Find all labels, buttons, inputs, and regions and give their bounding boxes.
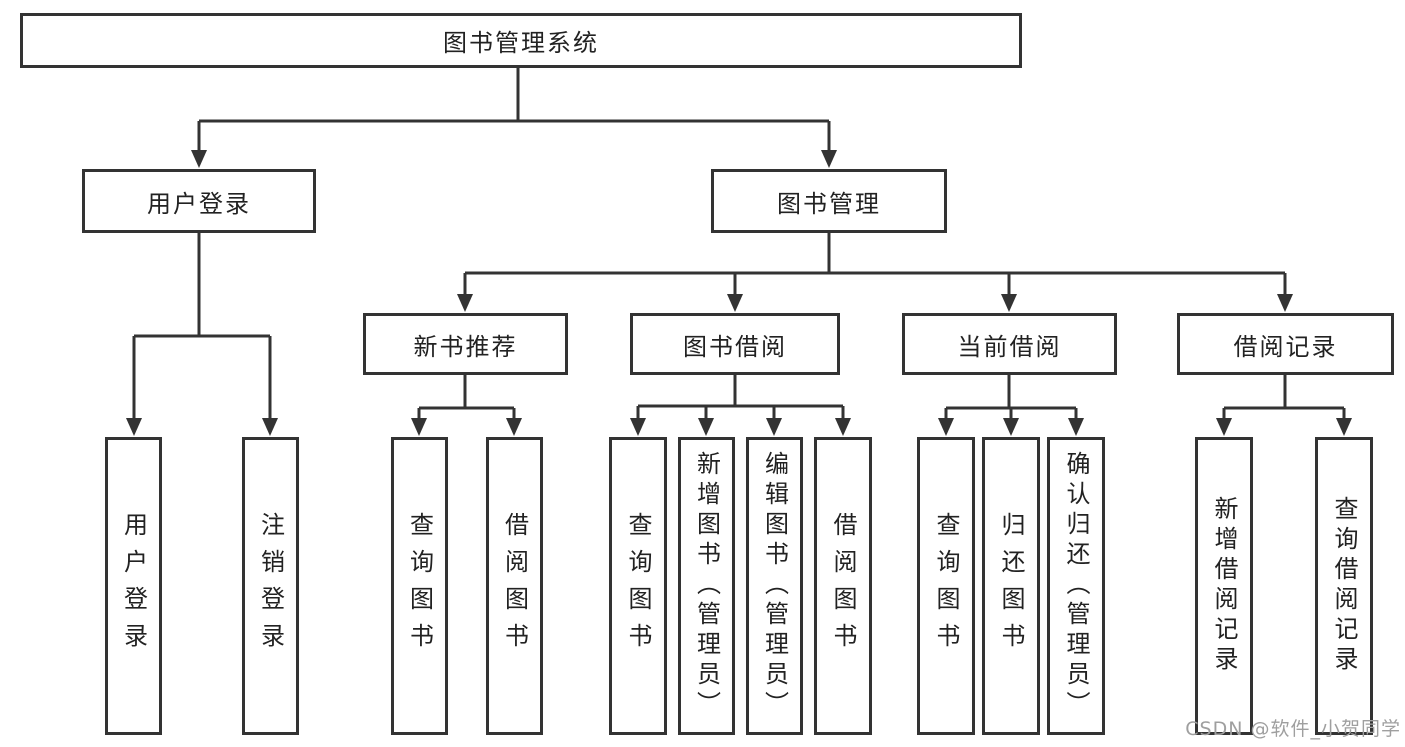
arrow-down-icon xyxy=(191,150,207,168)
arrow-down-icon xyxy=(457,294,473,312)
leaf-borrow-books-recommend-label: 借阅图书 xyxy=(500,512,529,660)
arrow-down-icon xyxy=(262,418,278,436)
arrow-down-icon xyxy=(938,418,954,436)
node-book-management: 图书管理 xyxy=(711,169,947,233)
node-root-label: 图书管理系统 xyxy=(443,29,599,57)
leaf-user-login-label: 用户登录 xyxy=(119,512,148,660)
leaf-logout-label: 注销登录 xyxy=(256,512,285,660)
leaf-borrow-books-borrowing: 借阅图书 xyxy=(814,437,872,735)
leaf-add-borrow-record: 新增借阅记录 xyxy=(1195,437,1253,735)
arrow-down-icon xyxy=(411,418,427,436)
arrow-down-icon xyxy=(1336,418,1352,436)
leaf-query-borrow-record: 查询借阅记录 xyxy=(1315,437,1373,735)
leaf-logout: 注销登录 xyxy=(242,437,299,735)
leaf-query-books-borrowing: 查询图书 xyxy=(609,437,667,735)
node-user-login: 用户登录 xyxy=(82,169,316,233)
arrow-down-icon xyxy=(698,418,714,436)
leaf-borrow-books-borrowing-label: 借阅图书 xyxy=(829,512,857,660)
leaf-query-books-current-label: 查询图书 xyxy=(932,512,960,660)
arrow-down-icon xyxy=(1068,418,1084,436)
watermark: CSDN @软件_小贺同学 xyxy=(1185,718,1401,740)
tree-edges xyxy=(132,68,1346,420)
leaf-confirm-return-admin-label: 确认归还（管理员） xyxy=(1062,451,1090,721)
leaf-query-borrow-record-label: 查询借阅记录 xyxy=(1330,496,1358,676)
arrow-down-icon xyxy=(630,418,646,436)
leaf-query-books-recommend-label: 查询图书 xyxy=(405,512,434,660)
arrow-down-icon xyxy=(835,418,851,436)
leaf-edit-book-admin: 编辑图书（管理员） xyxy=(746,437,803,735)
node-new-book-recommendation-label: 新书推荐 xyxy=(413,332,518,361)
leaf-return-books: 归还图书 xyxy=(982,437,1040,735)
leaf-query-books-current: 查询图书 xyxy=(917,437,975,735)
leaf-user-login: 用户登录 xyxy=(105,437,162,735)
node-book-borrowing: 图书借阅 xyxy=(630,313,840,375)
leaf-borrow-books-recommend: 借阅图书 xyxy=(486,437,543,735)
node-current-borrowing-label: 当前借阅 xyxy=(957,332,1062,361)
leaf-query-books-borrowing-label: 查询图书 xyxy=(624,512,652,660)
node-user-login-label: 用户登录 xyxy=(147,189,251,218)
leaf-confirm-return-admin: 确认归还（管理员） xyxy=(1047,437,1105,735)
arrow-down-icon xyxy=(1003,418,1019,436)
leaf-edit-book-admin-label: 编辑图书（管理员） xyxy=(760,451,789,721)
arrow-down-icon xyxy=(1277,294,1293,312)
arrow-down-icon xyxy=(766,418,782,436)
leaf-return-books-label: 归还图书 xyxy=(997,512,1025,660)
leaf-add-book-admin-label: 新增图书（管理员） xyxy=(692,451,721,721)
arrow-down-icon xyxy=(1216,418,1232,436)
node-current-borrowing: 当前借阅 xyxy=(902,313,1117,375)
arrow-down-icon xyxy=(506,418,522,436)
arrow-down-icon xyxy=(1001,294,1017,312)
node-borrowing-records: 借阅记录 xyxy=(1177,313,1394,375)
node-root: 图书管理系统 xyxy=(20,13,1022,68)
node-borrowing-records-label: 借阅记录 xyxy=(1233,332,1338,361)
arrow-down-icon xyxy=(126,418,142,436)
node-book-management-label: 图书管理 xyxy=(777,189,881,218)
leaf-add-borrow-record-label: 新增借阅记录 xyxy=(1210,496,1238,676)
arrowheads xyxy=(126,150,1352,436)
leaf-add-book-admin: 新增图书（管理员） xyxy=(678,437,735,735)
node-book-borrowing-label: 图书借阅 xyxy=(683,332,787,361)
leaf-query-books-recommend: 查询图书 xyxy=(391,437,448,735)
arrow-down-icon xyxy=(727,294,743,312)
arrow-down-icon xyxy=(821,150,837,168)
node-new-book-recommendation: 新书推荐 xyxy=(363,313,568,375)
